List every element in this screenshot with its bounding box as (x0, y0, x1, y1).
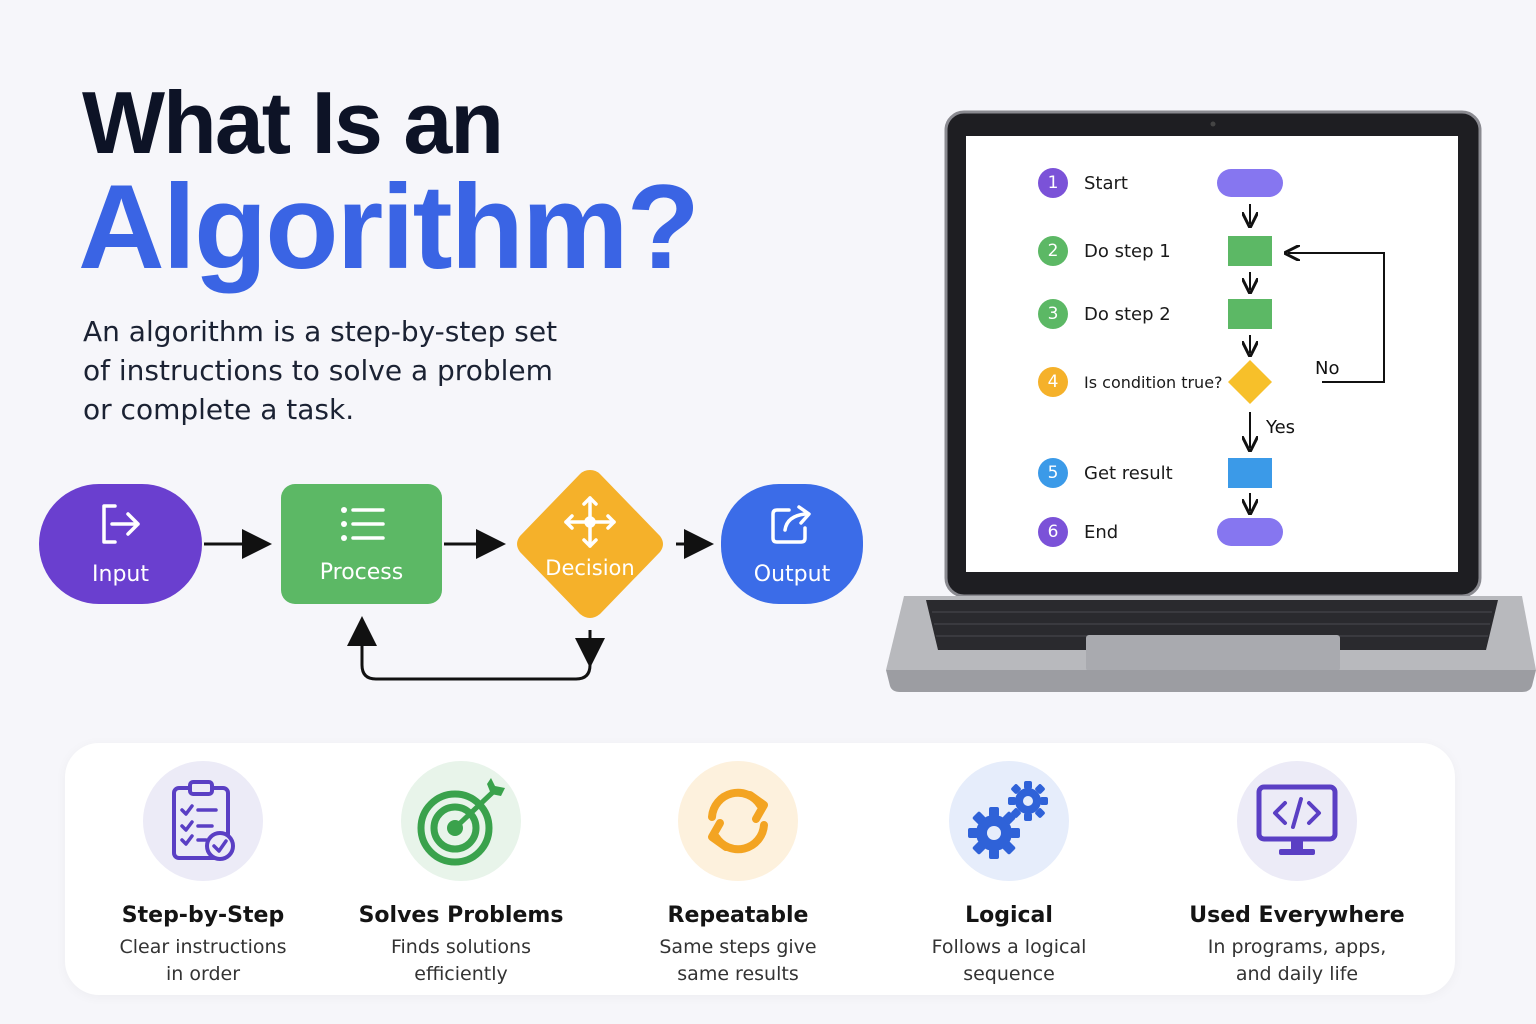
decision-node: Decision (512, 464, 668, 624)
laptop-illustration: 1 Start 2 Do step 1 3 Do step 2 4 Is con… (886, 110, 1536, 700)
clipboard-check-icon (143, 761, 263, 881)
step-3: 3 Do step 2 (1038, 298, 1171, 330)
step-4-number: 4 (1038, 367, 1068, 397)
process-label: Process (319, 559, 404, 585)
decision-label: Decision (545, 556, 635, 580)
output-label: Output (753, 561, 831, 587)
step-6-number: 6 (1038, 517, 1068, 547)
login-icon (98, 502, 144, 552)
step-1: 1 Start (1038, 167, 1128, 199)
loop-back-arrow (347, 616, 592, 681)
no-label: No (1315, 358, 1340, 379)
algorithm-flow-diagram: Input Process Decision Output (0, 450, 900, 710)
title-line-1: What Is an (82, 73, 504, 172)
feature-3-title: Repeatable (667, 903, 809, 928)
move-arrows-icon (564, 496, 616, 548)
step-5-number: 5 (1038, 458, 1068, 488)
start-terminal (1217, 169, 1283, 197)
description: An algorithm is a step-by-step set of in… (83, 315, 558, 426)
step-4-label: Is condition true? (1084, 372, 1223, 392)
title-line-2: Algorithm? (78, 160, 700, 294)
share-icon (769, 502, 815, 552)
step-2-number: 2 (1038, 236, 1068, 266)
code-monitor-icon (1237, 761, 1357, 881)
yes-label: Yes (1266, 417, 1296, 438)
feature-used-everywhere: Used Everywhere In programs, apps,and da… (1162, 761, 1432, 988)
end-terminal (1217, 518, 1283, 546)
condition-diamond (1228, 360, 1272, 404)
process-node: Process (281, 484, 442, 604)
flow-connectors (204, 529, 714, 681)
gears-icon (949, 761, 1069, 881)
feature-5-desc: In programs, apps,and daily life (1207, 936, 1387, 985)
no-loop-arrow (1288, 253, 1385, 383)
output-node: Output (721, 484, 863, 604)
step-2-label: Do step 1 (1084, 240, 1171, 262)
step-1-number: 1 (1038, 168, 1068, 198)
laptop-screen: 1 Start 2 Do step 1 3 Do step 2 4 Is con… (966, 136, 1458, 572)
input-node: Input (39, 484, 202, 604)
refresh-icon (678, 761, 798, 881)
step-5-label: Get result (1084, 462, 1173, 484)
feature-2-title: Solves Problems (358, 903, 564, 928)
step-3-number: 3 (1038, 299, 1068, 329)
feature-4-title: Logical (965, 903, 1053, 928)
step1-box (1228, 236, 1272, 266)
mini-flowchart (1217, 169, 1385, 546)
step-2: 2 Do step 1 (1038, 235, 1171, 267)
step-1-label: Start (1084, 172, 1128, 194)
step-4: 4 Is condition true? (1038, 366, 1223, 398)
list-icon (339, 504, 385, 550)
target-icon (401, 761, 521, 881)
step-6-label: End (1084, 521, 1119, 543)
step2-box (1228, 299, 1272, 329)
step-3-label: Do step 2 (1084, 303, 1171, 325)
step-6: 6 End (1038, 516, 1118, 548)
feature-5-title: Used Everywhere (1189, 903, 1405, 928)
result-box (1228, 458, 1272, 488)
input-label: Input (92, 561, 149, 587)
step-5: 5 Get result (1038, 457, 1173, 489)
feature-1-title: Step-by-Step (121, 903, 285, 928)
